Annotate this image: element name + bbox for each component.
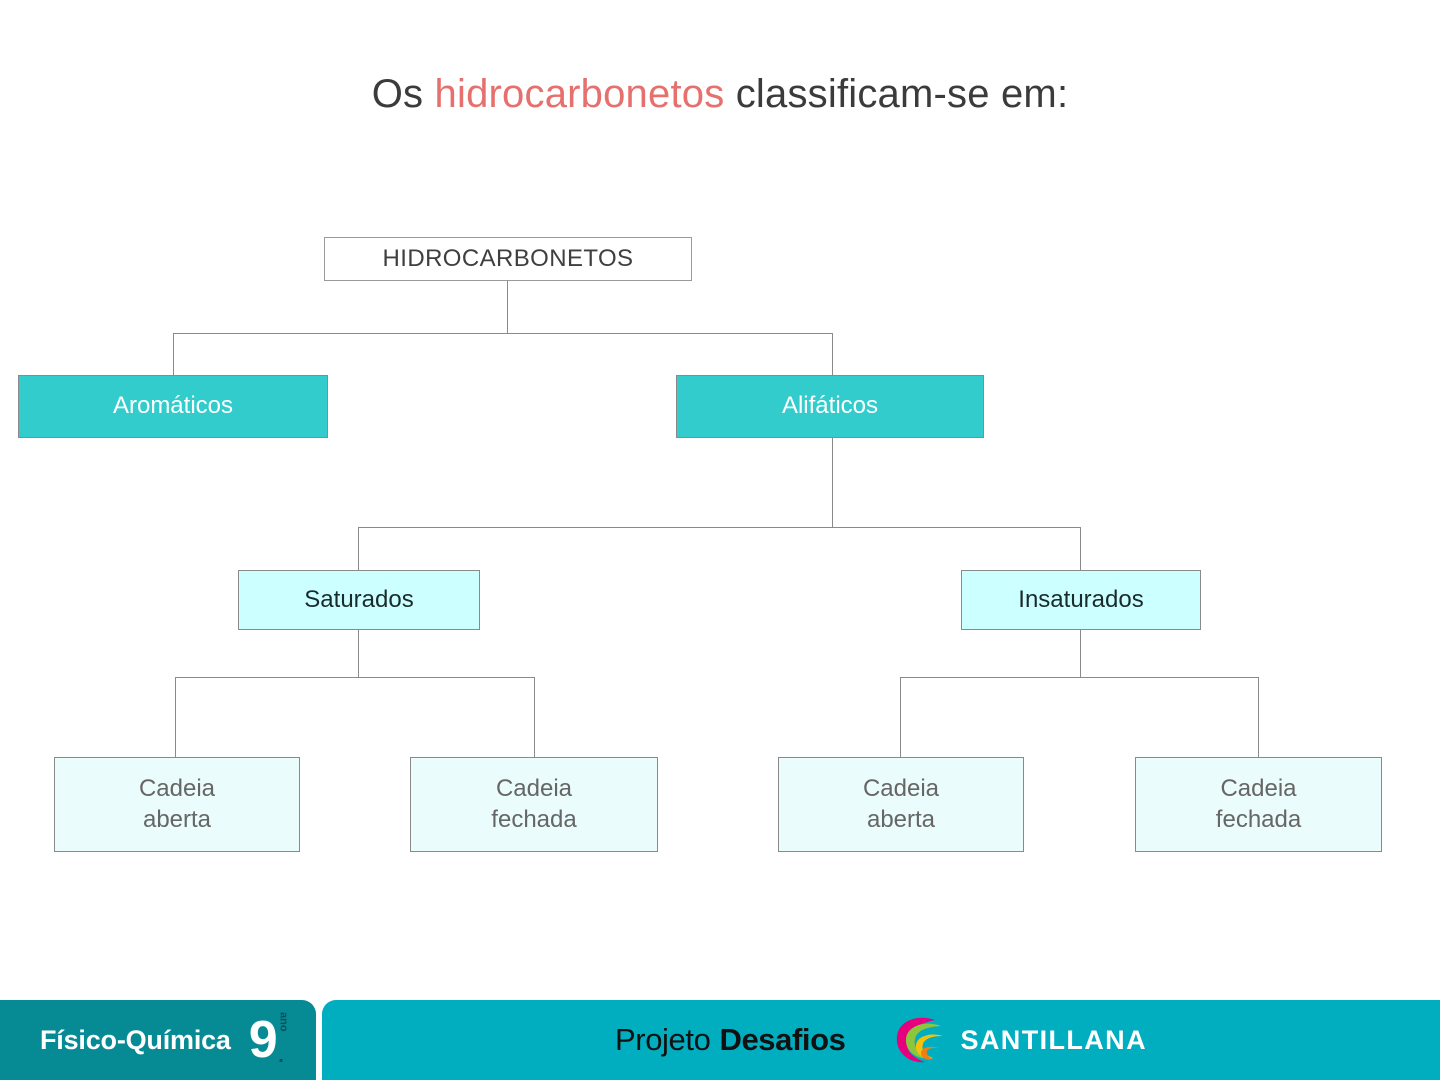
node-line-2: aberta [142,805,212,833]
title-text-after: classificam-se em: [724,72,1069,116]
projeto-desafios-logo: Projeto Desafios [615,1022,846,1058]
title-text-before: Os [371,72,435,116]
santillana-swoosh-icon [897,1017,944,1063]
footer: Físico-Química 9 ano . Projeto Desafios [0,1000,1440,1080]
node-hidrocarbonetos-label: HIDROCARBONETOS [382,244,634,272]
node-cadeia-aberta-insaturados: Cadeia aberta [778,757,1024,852]
node-insaturados-label: Insaturados [1018,585,1144,613]
node-line-2: aberta [866,805,936,833]
connector-alifaticos-stem [832,438,833,527]
node-line-1: Cadeia [862,774,940,802]
node-insaturados: Insaturados [961,570,1201,630]
footer-brand-row: Projeto Desafios SANTILLANA [322,1000,1440,1080]
year-badge: 9 ano . [248,1011,290,1069]
connector-root-stem [507,281,508,333]
connector-saturados-stem [358,630,359,677]
node-alifaticos: Alifáticos [676,375,984,438]
connector-to-cadeia-aberta-saturados [175,677,176,757]
santillana-wordmark: SANTILLANA [960,1024,1147,1055]
node-cadeia-fechada-saturados: Cadeia fechada [410,757,658,852]
projeto-word: Projeto [615,1022,711,1057]
node-cadeia-fechada-insaturados: Cadeia fechada [1135,757,1382,852]
santillana-logo: SANTILLANA [891,1014,1146,1066]
connector-to-insaturados [1080,527,1081,570]
connector-level3-bus [358,527,1080,528]
node-line-2: fechada [491,805,577,833]
year-dot: . [278,1045,284,1067]
node-line-1: Cadeia [1220,774,1297,802]
node-hidrocarbonetos: HIDROCARBONETOS [324,237,692,281]
connector-to-cadeia-fechada-saturados [534,677,535,757]
connector-to-cadeia-aberta-insaturados [900,677,901,757]
node-saturados-label: Saturados [304,585,414,613]
connector-to-aromaticos [173,333,174,375]
connector-insaturados-stem [1080,630,1081,677]
page-title: Os hidrocarbonetos classificam-se em: [0,72,1440,117]
node-line-1: Cadeia [138,774,216,802]
connector-to-saturados [358,527,359,570]
connector-level4-bus-right [900,677,1258,678]
year-number: 9 [248,1011,278,1069]
connector-to-alifaticos [832,333,833,375]
node-line-2: fechada [1215,805,1302,833]
node-alifaticos-label: Alifáticos [781,392,879,420]
node-aromaticos: Aromáticos [18,375,328,438]
connector-level2-bus [173,333,833,334]
connector-to-cadeia-fechada-insaturados [1258,677,1259,757]
footer-course-panel: Físico-Química 9 ano . [0,1000,316,1080]
node-aromaticos-label: Aromáticos [112,392,234,420]
node-cadeia-aberta-saturados: Cadeia aberta [54,757,300,852]
course-label: Físico-Química [40,1024,231,1055]
node-line-1: Cadeia [495,774,573,802]
desafios-word: Desafios [719,1022,846,1057]
year-suffix: ano [277,1012,290,1032]
connector-level4-bus-left [175,677,534,678]
node-saturados: Saturados [238,570,480,630]
footer-brand-panel: Projeto Desafios SANTILLANA [322,1000,1440,1080]
title-highlight: hidrocarbonetos [434,72,725,116]
